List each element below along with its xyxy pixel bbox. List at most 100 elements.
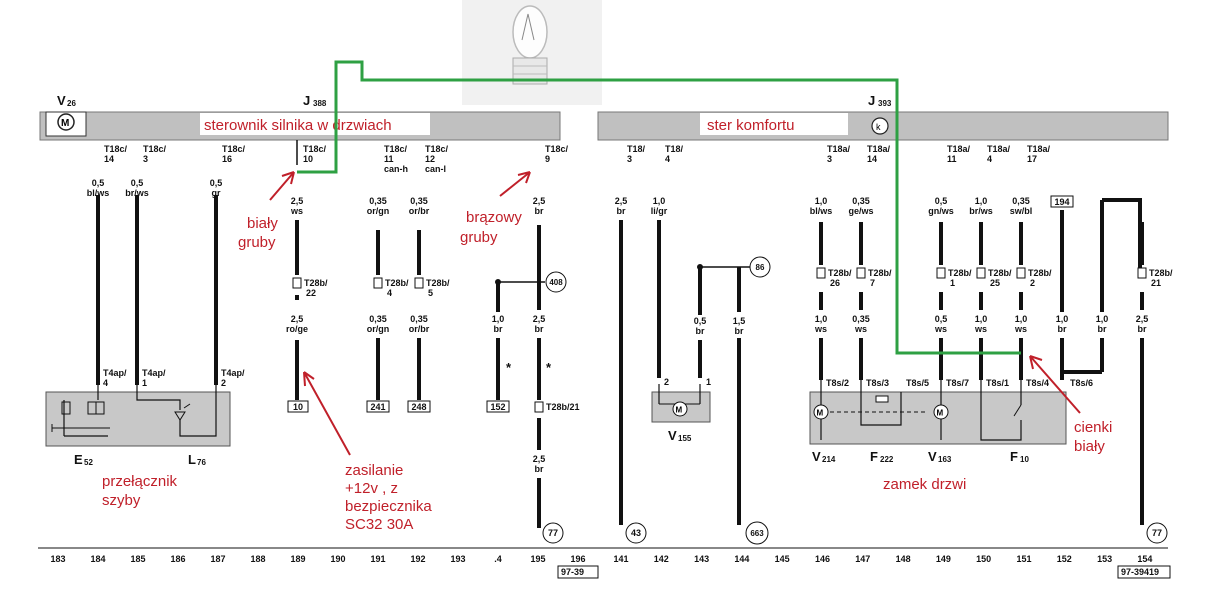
- scale-tick-label: 150: [976, 554, 991, 564]
- svg-text:gruby: gruby: [460, 229, 498, 246]
- svg-text:248: 248: [411, 402, 426, 412]
- svg-text:1: 1: [950, 278, 955, 288]
- svg-text:76: 76: [197, 458, 206, 467]
- svg-text:SC32 30A: SC32 30A: [345, 516, 413, 533]
- svg-text:br/ws: br/ws: [125, 188, 149, 198]
- scale-tick-label: 152: [1057, 554, 1072, 564]
- annotation-zasilanie: zasilanie +12v , z bezpiecznika SC32 30A: [303, 371, 432, 533]
- scale-tick-label: 190: [330, 554, 345, 564]
- svg-text:9: 9: [545, 154, 550, 164]
- scale-tick-label: 195: [530, 554, 545, 564]
- svg-text:17: 17: [1027, 154, 1037, 164]
- svg-text:86: 86: [756, 263, 765, 272]
- svg-text:155: 155: [678, 434, 692, 443]
- component-v155: V 155: [668, 428, 692, 443]
- svg-text:br: br: [535, 206, 544, 216]
- svg-text:br: br: [535, 464, 544, 474]
- svg-text:bl/ws: bl/ws: [87, 188, 110, 198]
- component-j388: J 388: [303, 93, 327, 108]
- svg-text:663: 663: [750, 529, 764, 538]
- scale-tick-label: .4: [494, 554, 502, 564]
- svg-text:T28b/: T28b/: [948, 268, 972, 278]
- led-icon: [174, 403, 191, 421]
- svg-text:7: 7: [870, 278, 875, 288]
- pins-top-left: T18c/ 14 T18c/ 3 T18c/ 16 T18c/ 10 T18c/…: [104, 144, 569, 174]
- scale-tick-label: 149: [936, 554, 951, 564]
- v155-box: M 2 1: [651, 377, 711, 423]
- svg-text:br: br: [1138, 324, 1147, 334]
- wire-labels-lower: 2,5 ro/ge 0,35 or/gn 0,35 or/br 1,0 br 2…: [286, 314, 1148, 474]
- svg-text:408: 408: [549, 278, 563, 287]
- connector-icon: [292, 277, 302, 289]
- svg-text:ws: ws: [290, 206, 303, 216]
- svg-text:214: 214: [822, 455, 836, 464]
- svg-text:T8s/6: T8s/6: [1070, 378, 1093, 388]
- svg-text:T18/: T18/: [665, 144, 684, 154]
- wires: [96, 195, 1144, 528]
- scale-tick-label: 142: [654, 554, 669, 564]
- svg-text:zasilanie: zasilanie: [345, 462, 403, 479]
- svg-text:1,0: 1,0: [975, 314, 988, 324]
- scale-tick-label: 183: [50, 554, 65, 564]
- svg-text:can-h: can-h: [384, 164, 408, 174]
- svg-text:T18a/: T18a/: [1027, 144, 1051, 154]
- star-left: *: [506, 360, 512, 375]
- svg-text:26: 26: [67, 99, 76, 108]
- svg-text:przełącznik: przełącznik: [102, 473, 178, 490]
- svg-text:T28b/: T28b/: [868, 268, 892, 278]
- annotation-zamek: zamek drzwi: [883, 476, 966, 493]
- svg-text:1,0: 1,0: [492, 314, 505, 324]
- pins-top-right: T18/ 3 T18/ 4 T18a/ 3 T18a/ 14 T18a/ 11 …: [627, 144, 1051, 164]
- svg-text:V: V: [812, 449, 821, 464]
- band-right-label: ster komfortu: [707, 117, 795, 134]
- svg-text:393: 393: [878, 99, 892, 108]
- scale-tick-label: 184: [90, 554, 105, 564]
- svg-text:br: br: [494, 324, 503, 334]
- svg-text:2,5: 2,5: [533, 454, 546, 464]
- svg-text:ro/ge: ro/ge: [286, 324, 308, 334]
- svg-text:77: 77: [548, 528, 558, 538]
- svg-text:T18c/: T18c/: [303, 144, 327, 154]
- svg-text:194: 194: [1054, 197, 1069, 207]
- svg-text:1,0: 1,0: [1096, 314, 1109, 324]
- svg-text:T4ap/: T4ap/: [221, 368, 245, 378]
- svg-text:0,35: 0,35: [369, 314, 387, 324]
- scale-tick-label: 186: [170, 554, 185, 564]
- svg-text:12: 12: [425, 154, 435, 164]
- svg-text:2: 2: [1030, 278, 1035, 288]
- svg-text:T8s/4: T8s/4: [1026, 378, 1049, 388]
- component-l76: L 76: [188, 452, 206, 467]
- scale-tick-label: 141: [613, 554, 628, 564]
- svg-text:or/br: or/br: [409, 324, 430, 334]
- svg-text:F: F: [1010, 449, 1018, 464]
- svg-text:T18c/: T18c/: [545, 144, 569, 154]
- comfort-unit-icon: k: [871, 117, 889, 135]
- svg-text:br/ws: br/ws: [969, 206, 993, 216]
- svg-text:bezpiecznika: bezpiecznika: [345, 498, 432, 515]
- svg-text:1,5: 1,5: [733, 316, 746, 326]
- svg-text:brązowy: brązowy: [466, 209, 522, 226]
- svg-text:ws: ws: [934, 324, 947, 334]
- svg-text:li/gr: li/gr: [651, 206, 668, 216]
- svg-text:163: 163: [938, 455, 952, 464]
- scale-tick-label: 153: [1097, 554, 1112, 564]
- svg-text:br: br: [735, 326, 744, 336]
- scale-tick-label: 147: [855, 554, 870, 564]
- svg-text:77: 77: [1152, 528, 1162, 538]
- scale-tick-label: 146: [815, 554, 830, 564]
- annotation-przelacznik: przełącznik szyby: [102, 473, 178, 509]
- svg-text:2,5: 2,5: [533, 196, 546, 206]
- component-j393: J 393: [868, 93, 892, 108]
- doc-number-right: 97-39419: [1121, 567, 1159, 577]
- svg-text:0,35: 0,35: [1012, 196, 1030, 206]
- svg-text:16: 16: [222, 154, 232, 164]
- wire-labels-upper: 0,5 bl/ws 0,5 br/ws 0,5 gr 2,5 ws 0,35 o…: [87, 178, 1033, 216]
- svg-text:0,5: 0,5: [935, 196, 948, 206]
- scale-tick-label: 151: [1016, 554, 1031, 564]
- svg-text:T18a/: T18a/: [987, 144, 1011, 154]
- svg-text:T28b/: T28b/: [828, 268, 852, 278]
- terminal-circles: 408 86 77 43 663 77: [542, 256, 1168, 545]
- svg-text:388: 388: [313, 99, 327, 108]
